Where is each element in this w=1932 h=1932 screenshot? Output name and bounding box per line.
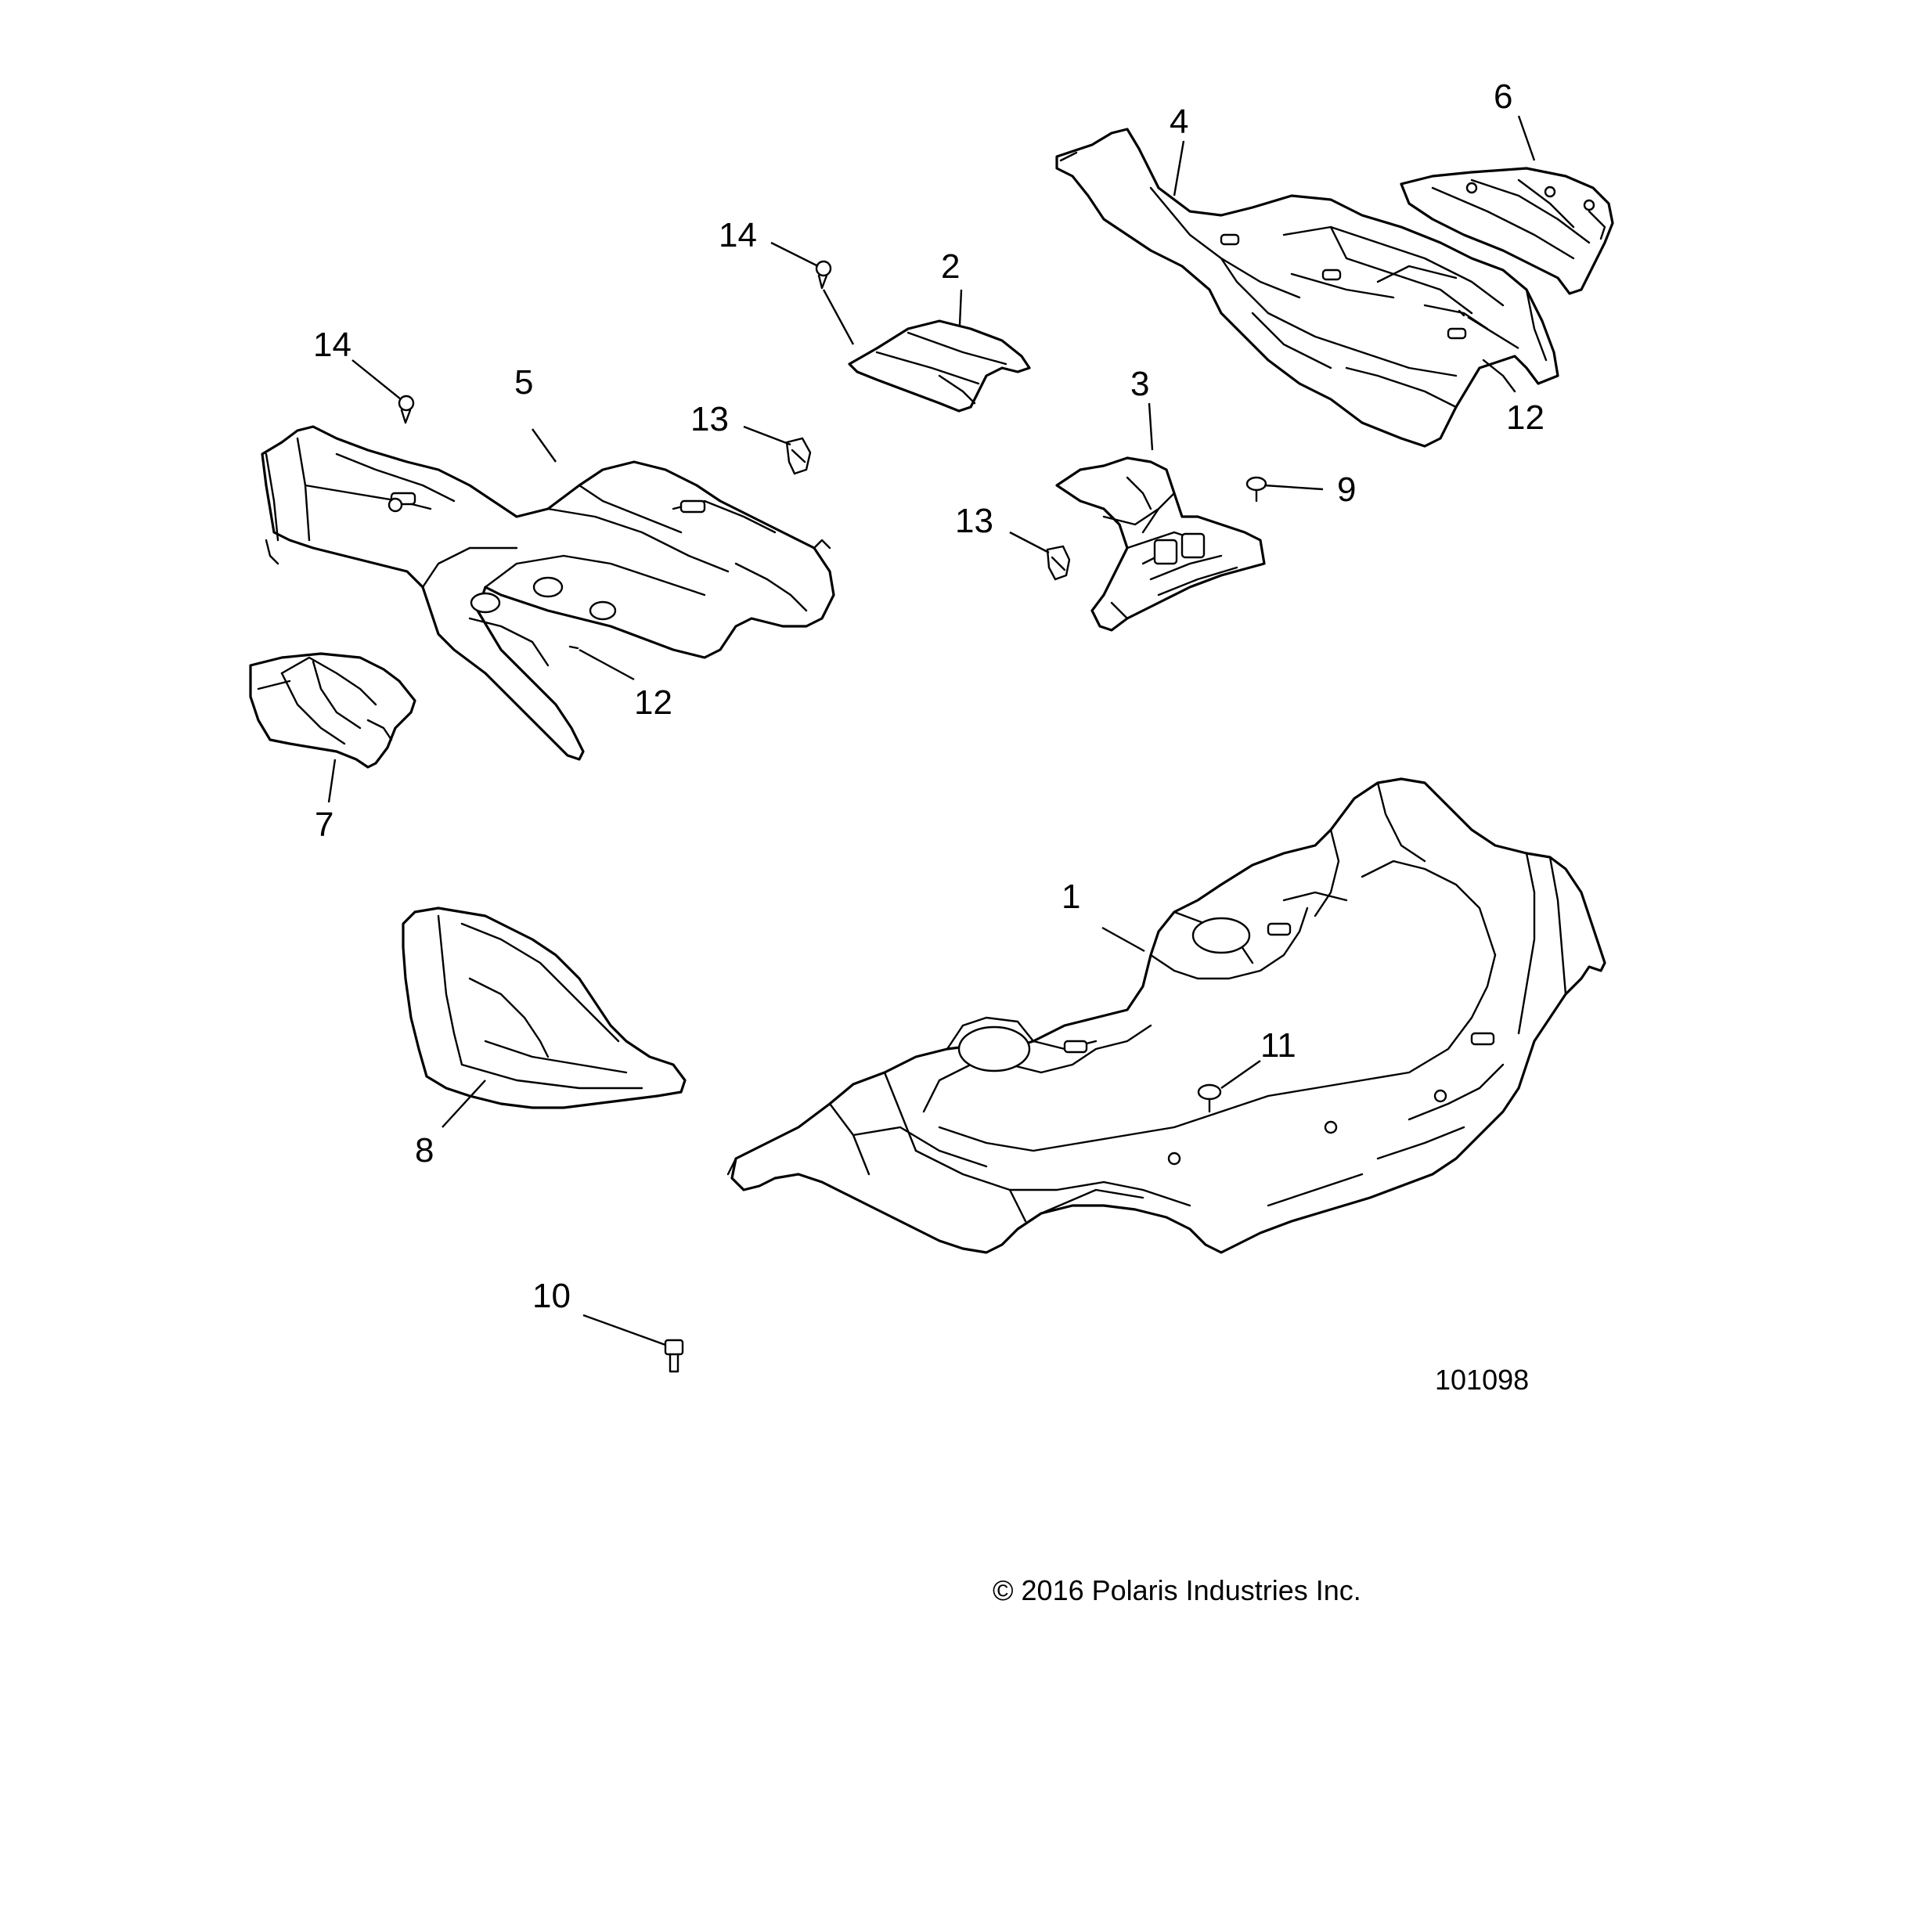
part-4-rear-cover: [1055, 128, 1559, 448]
part-14-pushrivet-top: [815, 260, 832, 290]
callout-10: 10: [532, 1277, 571, 1315]
figure-id: 101098: [1435, 1364, 1529, 1396]
callout-11: 11: [1260, 1026, 1296, 1065]
part-7-side-panel: [249, 652, 416, 769]
part-6-side-panel: [1400, 167, 1614, 295]
callout-9: 9: [1337, 470, 1356, 509]
callout-12-left: 12: [634, 683, 672, 722]
part-9-screw: [1245, 476, 1267, 503]
callout-13-upper: 13: [690, 400, 729, 438]
copyright-notice: © 2016 Polaris Industries Inc.: [993, 1574, 1361, 1606]
callout-1: 1: [1062, 878, 1080, 916]
callout-13-lower: 13: [955, 502, 993, 540]
callout-7: 7: [315, 806, 333, 844]
part-5-front-cover: [261, 425, 835, 761]
part-10-bolt: [664, 1339, 684, 1373]
part-12-pin-right: [1458, 309, 1465, 317]
callout-5: 5: [514, 363, 533, 402]
part-13-clip-upper: [785, 437, 812, 475]
callout-6: 6: [1494, 77, 1512, 116]
callout-14-left: 14: [313, 326, 351, 364]
part-13-clip-lower: [1046, 545, 1071, 581]
part-12-pin-left: [568, 645, 579, 650]
callout-labels: 1 2 3 4 5 6 7 8 9 10 11 12 12 13 13 14 1…: [313, 77, 1545, 1315]
part-11-screw: [1197, 1083, 1222, 1113]
part-2-tray-cover: [848, 319, 1031, 413]
callout-14-top: 14: [719, 216, 757, 254]
callout-3: 3: [1130, 365, 1149, 403]
leader-lines: [327, 115, 1536, 1346]
callout-8: 8: [415, 1131, 434, 1170]
part-14-pushrivet-left: [398, 395, 415, 424]
callout-2: 2: [941, 247, 960, 286]
part-8-lower-panel: [402, 907, 687, 1109]
callout-4: 4: [1170, 103, 1188, 141]
part-1-front-fender: [726, 777, 1606, 1254]
part-3-center-console: [1055, 456, 1266, 632]
callout-12-right: 12: [1506, 398, 1545, 437]
